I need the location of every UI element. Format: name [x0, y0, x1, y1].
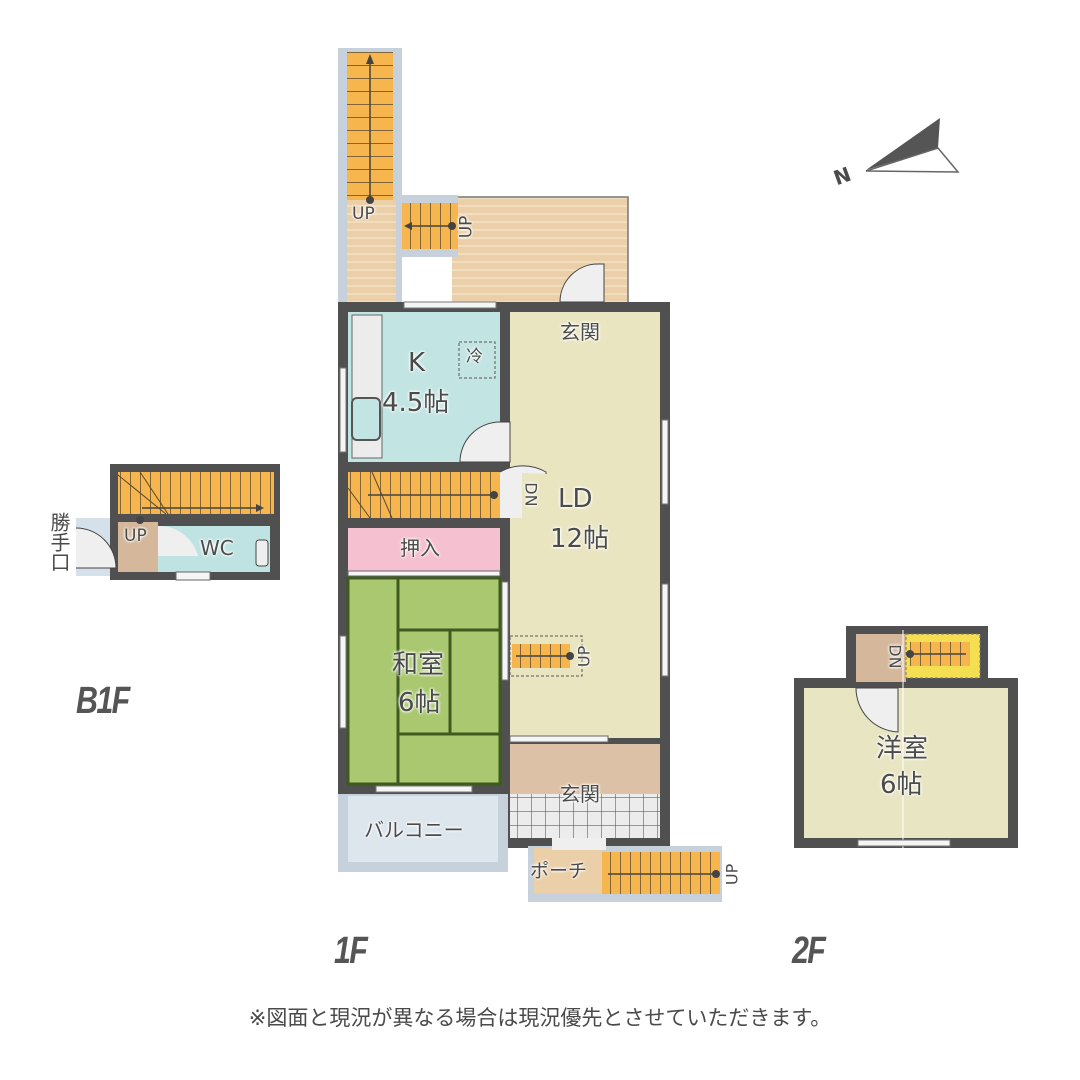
entrance-top-label: 玄関 — [560, 320, 600, 344]
western-room-size: 6帖 — [880, 770, 923, 800]
western-room-name: 洋室 — [876, 734, 929, 764]
closet-label: 押入 — [400, 536, 440, 560]
kitchen-name: K — [408, 348, 426, 378]
floor-label-b1f: B1F — [76, 680, 130, 722]
north-arrow-icon — [865, 118, 960, 173]
stair-down-label: DN — [521, 482, 541, 507]
2f-stair-down-label: DN — [885, 644, 905, 669]
first-floor-structure — [338, 263, 722, 902]
ld-name: LD — [558, 484, 593, 514]
outer-stair-up-label: UP — [352, 204, 375, 224]
second-floor-structure — [794, 626, 1018, 848]
floor-label-1f: 1F — [334, 930, 368, 972]
kitchen-size: 4.5帖 — [382, 388, 450, 418]
ld-size: 12帖 — [550, 524, 610, 554]
ld-stair-up-label: UP — [574, 645, 594, 668]
outer-stair-up-label-2: UP — [456, 215, 477, 239]
b1f-stair-up-label: UP — [124, 526, 147, 546]
entrance-bottom-label: 玄関 — [560, 782, 600, 806]
balcony-label: バルコニー — [364, 818, 464, 842]
floor-label-2f: 2F — [792, 930, 826, 972]
refrigerator-label: 冷 — [466, 347, 483, 367]
washitsu-size: 6帖 — [398, 688, 441, 718]
wc-label: WC — [200, 536, 234, 560]
washitsu-name: 和室 — [392, 650, 445, 680]
porch-stair-up-label: UP — [722, 863, 742, 886]
basement-structure — [75, 464, 280, 581]
back-door-label: 勝手口 — [47, 512, 71, 572]
porch-label: ポーチ — [530, 860, 588, 882]
disclaimer-note: ※図面と現況が異なる場合は現況優先とさせていただきます。 — [248, 1006, 832, 1030]
outer-deck — [338, 48, 629, 309]
